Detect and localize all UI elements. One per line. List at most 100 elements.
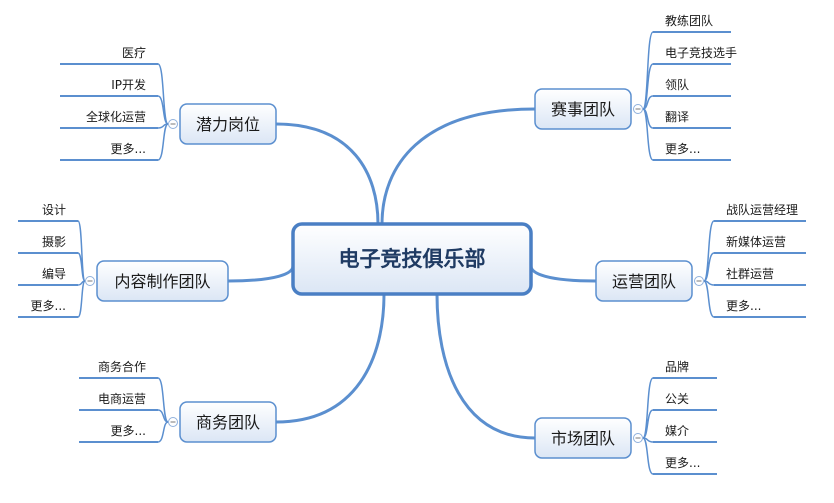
leaf-topic-neirong-1[interactable]: 摄影 bbox=[18, 234, 78, 254]
leaf-topic-label: 编导 bbox=[42, 266, 66, 281]
leaf-connector-qianli-3 bbox=[157, 123, 169, 161]
branch-connector-saishi bbox=[380, 107, 537, 226]
central-topic-box bbox=[291, 222, 533, 296]
leaf-topic-label: 媒介 bbox=[665, 424, 689, 438]
leaf-connector-shichang-1 bbox=[642, 409, 654, 439]
leaf-connector-saishi-1 bbox=[642, 63, 654, 110]
leaf-topic-label: IP开发 bbox=[111, 77, 146, 92]
leaf-topic-shangwu-2[interactable]: 更多... bbox=[79, 424, 158, 443]
branch-topic-label: 内容制作团队 bbox=[114, 272, 210, 291]
leaf-connector-qianli-0 bbox=[157, 63, 169, 125]
leaf-topic-shichang-2[interactable]: 媒介 bbox=[653, 424, 717, 443]
leaf-connector-shangwu-0 bbox=[157, 377, 169, 423]
leaf-connector-shichang-0 bbox=[642, 377, 654, 439]
leaf-connector-shangwu-2 bbox=[157, 421, 169, 443]
branch-topic-box bbox=[179, 103, 277, 145]
collapse-minus-icon[interactable] bbox=[633, 104, 643, 114]
branch-topic-box bbox=[179, 401, 277, 443]
leaf-topic-label: 更多... bbox=[111, 142, 146, 156]
leaf-topic-label: 品牌 bbox=[665, 360, 689, 374]
branch-topic-label: 运营团队 bbox=[612, 272, 676, 291]
leaf-topic-label: 公关 bbox=[665, 392, 689, 406]
branch-topic-shichang[interactable]: 市场团队 bbox=[534, 417, 632, 459]
leaf-connector-neirong-1 bbox=[77, 252, 86, 282]
branch-topic-saishi[interactable]: 赛事团队 bbox=[534, 88, 632, 130]
leaf-connector-saishi-0 bbox=[642, 31, 654, 110]
leaf-topic-label: 新媒体运营 bbox=[726, 234, 786, 249]
collapse-minus-icon[interactable] bbox=[694, 276, 704, 286]
leaf-topic-label: 医疗 bbox=[122, 46, 146, 60]
leaf-topic-neirong-3[interactable]: 更多... bbox=[18, 299, 78, 318]
leaf-connector-saishi-4 bbox=[642, 108, 654, 161]
branch-topic-box bbox=[534, 417, 632, 459]
branch-connector-neirong bbox=[226, 264, 295, 283]
leaf-topic-yunying-2[interactable]: 社群运营 bbox=[714, 266, 806, 286]
leaf-topic-qianli-2[interactable]: 全球化运营 bbox=[60, 109, 158, 129]
leaf-connector-neirong-0 bbox=[77, 220, 86, 282]
collapse-minus-icon[interactable] bbox=[168, 417, 178, 427]
leaf-connector-neirong-3 bbox=[77, 280, 86, 318]
leaf-connector-yunying-3 bbox=[703, 280, 715, 318]
branch-topic-label: 赛事团队 bbox=[551, 100, 615, 119]
leaf-topic-yunying-3[interactable]: 更多... bbox=[714, 299, 806, 318]
leaf-topic-shichang-1[interactable]: 公关 bbox=[653, 392, 717, 411]
leaf-connector-shichang-3 bbox=[642, 437, 654, 475]
branch-connector-shangwu bbox=[274, 292, 386, 424]
branch-topic-box bbox=[595, 260, 693, 302]
branch-connector-yunying bbox=[529, 264, 598, 283]
leaf-connector-yunying-0 bbox=[703, 220, 715, 282]
branch-topic-label: 市场团队 bbox=[551, 429, 615, 448]
leaf-topic-shangwu-1[interactable]: 电商运营 bbox=[79, 391, 158, 411]
leaf-topic-label: 战队运营经理 bbox=[726, 202, 798, 217]
leaf-topic-label: 电子竞技选手 bbox=[665, 46, 737, 60]
leaf-topic-shichang-0[interactable]: 品牌 bbox=[653, 360, 717, 379]
central-topic[interactable]: 电子竞技俱乐部 bbox=[291, 222, 533, 296]
leaf-connector-yunying-1 bbox=[703, 252, 715, 282]
leaf-topic-qianli-1[interactable]: IP开发 bbox=[60, 77, 158, 97]
leaf-topic-label: 更多... bbox=[665, 142, 700, 156]
leaf-connector-qianli-1 bbox=[157, 95, 169, 125]
leaf-topic-saishi-2[interactable]: 领队 bbox=[653, 77, 731, 97]
branch-connector-shichang bbox=[435, 292, 537, 440]
leaf-topic-label: 全球化运营 bbox=[86, 109, 146, 124]
branch-topic-label: 潜力岗位 bbox=[196, 115, 260, 134]
branch-connector-qianli bbox=[274, 122, 380, 226]
branch-topic-box bbox=[96, 260, 229, 302]
leaf-topic-label: 更多... bbox=[111, 424, 146, 438]
leaf-topic-saishi-3[interactable]: 翻译 bbox=[653, 110, 731, 129]
leaf-topic-saishi-1[interactable]: 电子竞技选手 bbox=[653, 46, 737, 65]
leaf-topic-label: 更多... bbox=[665, 456, 700, 470]
branch-topic-shangwu[interactable]: 商务团队 bbox=[179, 401, 277, 443]
leaf-topic-qianli-0[interactable]: 医疗 bbox=[60, 46, 158, 65]
leaf-topic-label: 翻译 bbox=[665, 110, 689, 124]
branch-topic-neirong[interactable]: 内容制作团队 bbox=[96, 260, 229, 302]
leaf-topic-label: 设计 bbox=[42, 203, 66, 217]
branch-topic-box bbox=[534, 88, 632, 130]
leaf-topic-label: 更多... bbox=[31, 299, 66, 313]
leaf-topic-yunying-1[interactable]: 新媒体运营 bbox=[714, 234, 806, 254]
leaf-topic-label: 教练团队 bbox=[665, 13, 713, 28]
collapse-minus-icon[interactable] bbox=[633, 433, 643, 443]
branch-topic-qianli[interactable]: 潜力岗位 bbox=[179, 103, 277, 145]
leaf-topic-label: 领队 bbox=[665, 77, 689, 92]
branch-topic-yunying[interactable]: 运营团队 bbox=[595, 260, 693, 302]
connector-layer bbox=[77, 31, 715, 475]
collapse-minus-icon[interactable] bbox=[168, 119, 178, 129]
branch-topic-label: 商务团队 bbox=[196, 413, 260, 432]
leaf-topic-saishi-0[interactable]: 教练团队 bbox=[653, 13, 731, 33]
leaf-topic-label: 社群运营 bbox=[726, 266, 774, 281]
leaf-topic-saishi-4[interactable]: 更多... bbox=[653, 142, 731, 161]
leaf-topic-label: 电商运营 bbox=[98, 391, 146, 406]
leaf-topic-yunying-0[interactable]: 战队运营经理 bbox=[714, 202, 806, 222]
leaf-topic-shichang-3[interactable]: 更多... bbox=[653, 456, 717, 475]
leaf-topic-neirong-2[interactable]: 编导 bbox=[18, 266, 78, 286]
collapse-minus-icon[interactable] bbox=[85, 276, 95, 286]
leaf-topic-label: 商务合作 bbox=[98, 359, 146, 374]
leaf-topic-label: 更多... bbox=[726, 299, 761, 313]
central-topic-label: 电子竞技俱乐部 bbox=[339, 247, 486, 271]
leaf-topic-neirong-0[interactable]: 设计 bbox=[18, 203, 78, 222]
leaf-topic-qianli-3[interactable]: 更多... bbox=[60, 142, 158, 161]
leaf-topic-shangwu-0[interactable]: 商务合作 bbox=[79, 359, 158, 379]
